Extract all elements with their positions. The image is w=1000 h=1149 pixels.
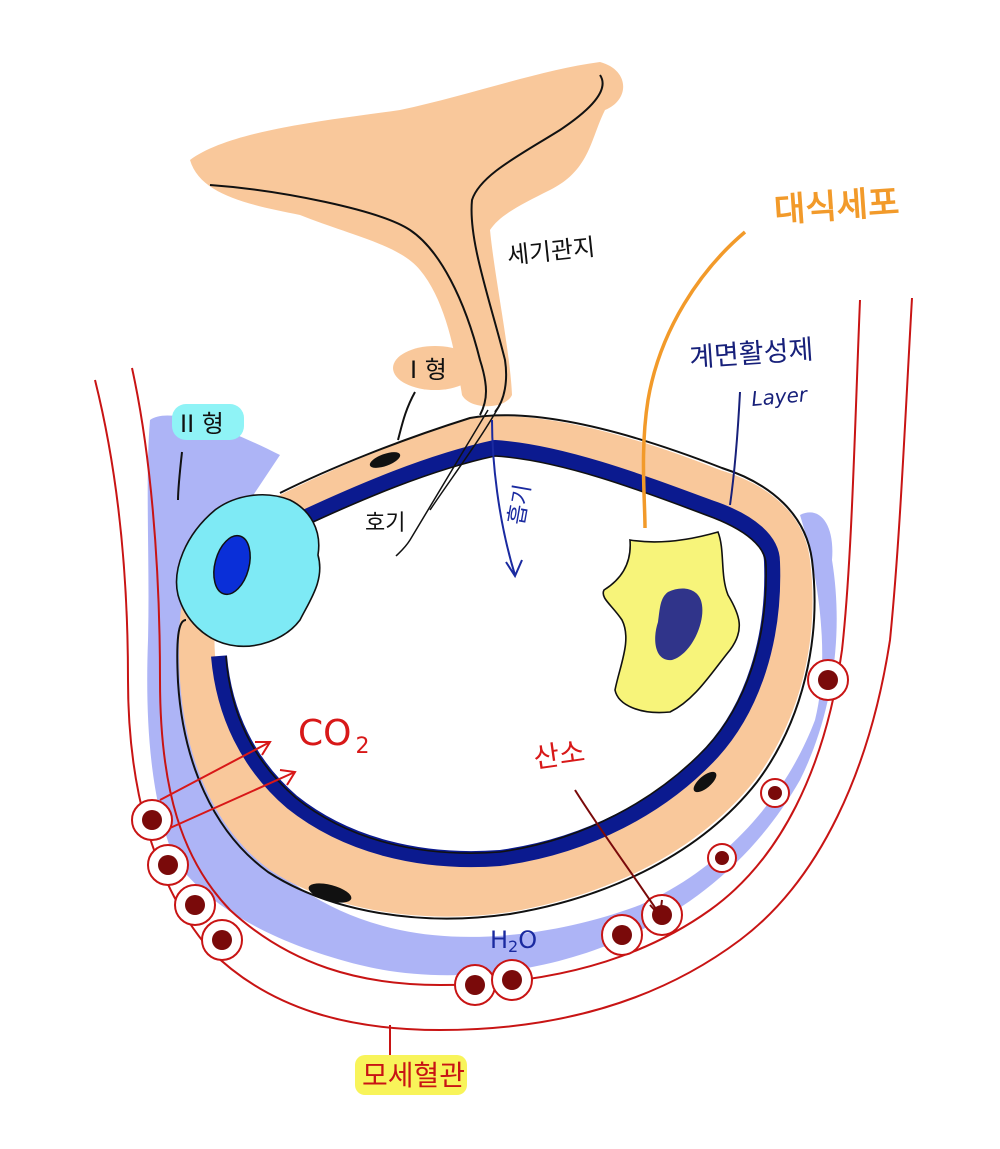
label-bronchiole: 세기관지 bbox=[506, 233, 597, 270]
wall-outline-outer bbox=[176, 414, 816, 920]
co2-sub: 2 bbox=[355, 734, 369, 759]
water-sub: 2 bbox=[508, 937, 518, 956]
red-blood-cell-core bbox=[158, 855, 178, 875]
label-capillary: 모세혈관 bbox=[362, 1059, 465, 1092]
macrophage-pointer bbox=[641, 230, 747, 529]
label-surfactant: 계면활성제 bbox=[688, 334, 814, 374]
type2-pointer bbox=[177, 451, 183, 501]
label-macrophage: 대식세포 bbox=[773, 182, 901, 231]
red-blood-cell-core bbox=[212, 930, 232, 950]
surfactant-layer bbox=[211, 440, 781, 868]
red-blood-cell-core bbox=[185, 895, 205, 915]
label-water: H2O bbox=[490, 926, 537, 956]
label-inhale: 흡기 bbox=[504, 483, 536, 527]
bronchiole-tissue bbox=[190, 62, 624, 407]
red-blood-cell-core bbox=[465, 975, 485, 995]
label-type1: I 형 bbox=[410, 356, 447, 384]
red-blood-cells bbox=[131, 659, 849, 1006]
label-oxygen: 산소 bbox=[531, 735, 587, 775]
type2-nucleus bbox=[213, 534, 251, 596]
type2-label-highlight bbox=[172, 404, 244, 440]
co2-arrows bbox=[159, 741, 297, 829]
type1-nucleus-top bbox=[369, 452, 401, 468]
type1-pointer bbox=[397, 391, 416, 441]
label-exhale: 호기 bbox=[365, 511, 405, 536]
type1-nucleus-right bbox=[693, 771, 717, 793]
red-blood-cell-core bbox=[768, 786, 782, 800]
type1-nucleus-bottom bbox=[308, 883, 352, 903]
red-blood-cell-core bbox=[612, 925, 632, 945]
oxygen-arrow bbox=[574, 789, 663, 919]
type1-label-highlight bbox=[393, 346, 477, 390]
label-layer: Layer bbox=[750, 382, 809, 411]
wall-outline-inner bbox=[225, 455, 767, 854]
interstitial-fluid bbox=[147, 415, 837, 976]
red-blood-cell-core bbox=[142, 810, 162, 830]
red-blood-cell-core bbox=[818, 670, 838, 690]
water-tail: O bbox=[518, 926, 537, 954]
inhale-arrow bbox=[491, 419, 523, 579]
macrophage-nucleus bbox=[655, 588, 703, 661]
capillary-label-highlight bbox=[355, 1055, 467, 1095]
water-main: H bbox=[490, 926, 508, 954]
co2-main: CO bbox=[298, 713, 351, 754]
surfactant-pointer bbox=[729, 391, 741, 506]
red-blood-cell-core bbox=[502, 970, 522, 990]
red-blood-cell-core bbox=[715, 851, 729, 865]
label-type2: II 형 bbox=[180, 410, 224, 438]
bronchiole-airway bbox=[209, 74, 604, 557]
